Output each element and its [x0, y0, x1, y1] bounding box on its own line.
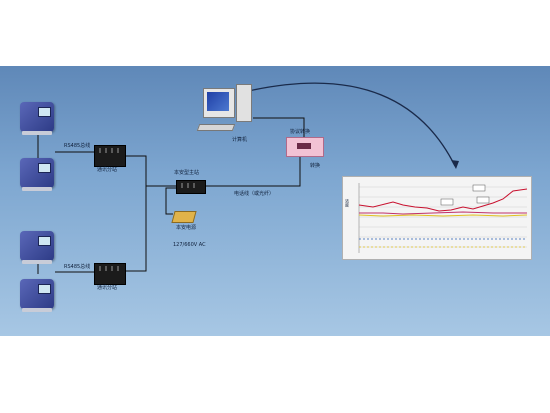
sensor-unit-4 [20, 279, 54, 312]
link-hubs-trunk [124, 155, 147, 272]
sensor-unit-icon [38, 163, 51, 173]
power-supply-icon [171, 211, 197, 223]
curve-yellow [358, 214, 528, 217]
chart-axis-label: 浓度 [345, 199, 350, 207]
label-relay-unit: 转换 [310, 163, 321, 169]
label-bus-bottom: RS485总线 [64, 264, 91, 270]
curve-red [358, 188, 528, 212]
communication-hub-top [94, 145, 126, 167]
sensor-unit-icon [38, 284, 51, 294]
sensor-unit-icon [38, 236, 51, 246]
chart-callout-1 [472, 184, 486, 192]
computer-icon [203, 88, 235, 118]
link-controller-converter [204, 154, 301, 187]
chart-callout-2 [440, 198, 454, 206]
sensor-unit-icon [38, 107, 51, 117]
label-power: 本安电源 [176, 225, 197, 231]
label-serial-top: 通讯分站 [97, 167, 118, 173]
link-converter-computer [253, 117, 305, 137]
label-main-controller: 本安型主站 [174, 170, 200, 176]
computer-keyboard [196, 124, 236, 131]
main-controller [176, 180, 206, 194]
computer-tower [236, 84, 252, 122]
label-power-spec: 127/660V AC [173, 242, 206, 248]
protocol-converter-icon [286, 137, 324, 157]
sensor-unit-2 [20, 158, 54, 191]
label-serial-bottom: 通讯分站 [97, 285, 118, 291]
label-cable: 电话线（或光纤） [234, 191, 275, 197]
communication-hub-bottom [94, 263, 126, 285]
trend-chart-icon: 浓度 [342, 176, 532, 260]
label-converter: 协议转换 [290, 129, 311, 135]
sensor-unit-3 [20, 231, 54, 264]
link-controller-power [165, 187, 176, 215]
curved-arrow [243, 82, 456, 167]
arrow-head-chart [451, 160, 459, 169]
label-computer: 计算机 [232, 137, 248, 143]
system-diagram: RS485总线 通讯分站 RS485总线 通讯分站 本安型主站 本安电源 127… [0, 66, 550, 336]
label-bus-top: RS485总线 [64, 143, 91, 149]
trend-chart-plot [358, 183, 528, 253]
sensor-unit-1 [20, 102, 54, 135]
chart-callout-3 [476, 196, 490, 204]
curve-magenta [359, 211, 527, 215]
